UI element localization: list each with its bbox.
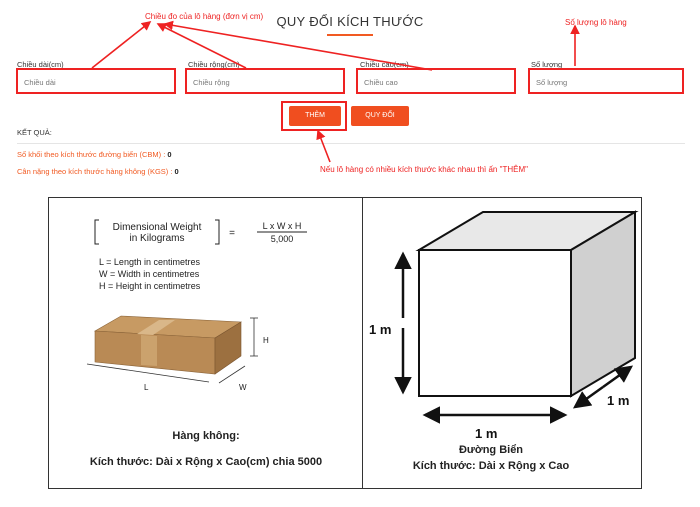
cube-icon xyxy=(415,210,639,398)
air-freight-figure: Dimensional Weight in Kilograms = L x W … xyxy=(86,219,322,468)
arrow-to-length xyxy=(91,21,152,69)
quantity-placeholder: Số lượng xyxy=(536,78,568,87)
height-label: Chiều cao(cm) xyxy=(360,60,409,69)
air-freight-panel: Dimensional Weight in Kilograms = L x W … xyxy=(48,197,363,489)
arrow-to-add xyxy=(316,129,331,163)
height-input[interactable]: Chiều cao xyxy=(356,68,516,94)
add-button-highlight xyxy=(281,101,347,131)
sea-freight-panel: 1 m 1 m 1 m Đường Biển Kích thước: Dài x… xyxy=(362,197,642,489)
legend-width: W = Width in centimetres xyxy=(99,269,200,279)
box-length-label: L xyxy=(144,383,149,392)
air-result: Cân nặng theo kích thước hàng không (KGS… xyxy=(17,167,179,176)
annotation-arrows xyxy=(91,20,580,163)
height-dimension-label: 1 m xyxy=(369,322,391,337)
length-input[interactable]: Chiều dài xyxy=(16,68,176,94)
air-caption-formula: Kích thước: Dài x Rộng x Cao(cm) chia 50… xyxy=(90,456,322,468)
air-result-value: 0 xyxy=(174,167,179,176)
legend-height: H = Height in centimetres xyxy=(99,281,201,291)
formula-numerator: L x W x H xyxy=(263,221,302,231)
results-divider xyxy=(17,143,685,144)
qty-annotation: Số lượng lô hàng xyxy=(565,18,627,27)
title-underline xyxy=(327,34,373,36)
sea-result: Số khối theo kích thước đường biển (CBM)… xyxy=(17,150,172,159)
legend-length: L = Length in centimetres xyxy=(99,257,200,267)
cardboard-box-icon xyxy=(93,315,242,375)
width-input[interactable]: Chiều rộng xyxy=(185,68,345,94)
air-caption-title: Hàng không: xyxy=(172,430,239,442)
arrow-to-height xyxy=(163,20,433,71)
formula-left-1: Dimensional Weight xyxy=(113,222,202,233)
sea-caption-formula: Kích thước: Dài x Rộng x Cao xyxy=(413,460,570,472)
quantity-input[interactable]: Số lượng xyxy=(528,68,684,94)
width-dimension-label: 1 m xyxy=(475,426,497,441)
width-placeholder: Chiều rộng xyxy=(193,78,230,87)
box-width-label: W xyxy=(239,383,247,392)
length-placeholder: Chiều dài xyxy=(24,78,56,87)
dims-annotation: Chiều đo của lô hàng (đơn vị cm) xyxy=(145,12,264,21)
sea-caption-title: Đường Biển xyxy=(459,444,523,456)
convert-button[interactable]: QUY ĐỔI xyxy=(351,106,409,126)
formula-left-2: in Kilograms xyxy=(129,233,184,244)
add-button[interactable]: THÊM xyxy=(289,106,341,126)
formula-equals: = xyxy=(229,228,235,239)
length-label: Chiều dài(cm) xyxy=(17,60,64,69)
depth-dimension-label: 1 m xyxy=(607,393,629,408)
quantity-label: Số lượng xyxy=(531,60,563,69)
width-label: Chiều rộng(cm) xyxy=(188,60,240,69)
box-height-label: H xyxy=(263,336,269,345)
height-placeholder: Chiều cao xyxy=(364,78,398,87)
air-result-label: Cân nặng theo kích thước hàng không (KGS… xyxy=(17,167,173,176)
results-heading: KẾT QUẢ: xyxy=(17,128,52,137)
sea-result-label: Số khối theo kích thước đường biển (CBM)… xyxy=(17,150,166,159)
page-title: QUY ĐỔI KÍCH THƯỚC xyxy=(276,14,424,29)
add-annotation: Nếu lô hàng có nhiều kích thước khác nha… xyxy=(320,165,528,174)
sea-result-value: 0 xyxy=(167,150,172,159)
sea-freight-figure: 1 m 1 m 1 m Đường Biển Kích thước: Dài x… xyxy=(369,210,639,472)
arrow-to-width xyxy=(156,23,247,69)
formula-denominator: 5,000 xyxy=(271,234,294,244)
